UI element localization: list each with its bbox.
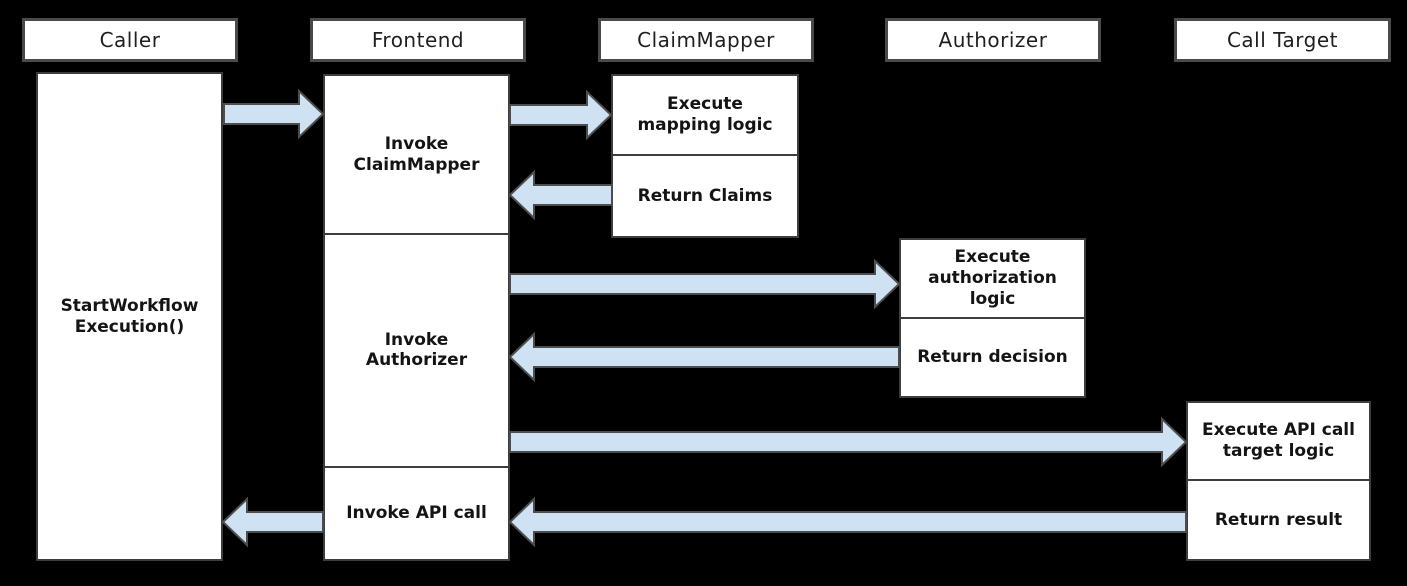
participant-frontend-label: Frontend	[371, 28, 465, 52]
arrow-frontend-to-calltarget-icon	[509, 416, 1188, 468]
arrow-frontend-to-claimmapper-icon	[509, 89, 613, 141]
activation-execute-api-call-target-logic: Execute API call target logic	[1202, 420, 1355, 461]
activation-invoke-authorizer: Invoke Authorizer	[325, 233, 508, 466]
arrow-calltarget-return-to-frontend-icon	[508, 496, 1187, 548]
activation-caller-label: StartWorkflow Execution()	[60, 295, 199, 337]
participant-claimmapper: ClaimMapper	[598, 18, 814, 62]
activation-invoke-claimmapper: Invoke ClaimMapper	[353, 133, 480, 175]
participant-claimmapper-label: ClaimMapper	[637, 28, 775, 52]
participant-call-target: Call Target	[1174, 18, 1391, 62]
activation-call-target: Execute API call target logic Return res…	[1186, 401, 1371, 561]
activation-invoke-api-call: Invoke API call	[325, 465, 508, 559]
arrow-frontend-to-authorizer-icon	[509, 258, 901, 310]
activation-execute-authorization-logic: Execute authorization logic	[928, 247, 1057, 309]
activation-claimmapper: Execute mapping logic Return Claims	[611, 74, 799, 238]
activation-return-result: Return result	[1188, 479, 1369, 559]
participant-caller-label: Caller	[99, 28, 161, 52]
arrow-frontend-return-to-caller-icon	[221, 496, 324, 548]
participant-frontend: Frontend	[310, 18, 526, 62]
participant-authorizer-label: Authorizer	[938, 28, 1048, 52]
arrow-claimmapper-return-to-frontend-icon	[508, 169, 613, 221]
activation-caller: StartWorkflow Execution()	[36, 72, 223, 561]
activation-return-claims: Return Claims	[613, 154, 797, 236]
activation-frontend: Invoke ClaimMapper Invoke Authorizer Inv…	[323, 74, 510, 561]
activation-execute-mapping-logic: Execute mapping logic	[637, 94, 773, 135]
activation-return-decision: Return decision	[901, 317, 1084, 396]
participant-authorizer: Authorizer	[885, 18, 1101, 62]
arrow-authorizer-return-to-frontend-icon	[508, 331, 900, 383]
participant-call-target-label: Call Target	[1226, 28, 1339, 52]
activation-authorizer: Execute authorization logic Return decis…	[899, 238, 1086, 398]
participant-caller: Caller	[22, 18, 238, 62]
arrow-caller-to-frontend-icon	[223, 88, 325, 140]
